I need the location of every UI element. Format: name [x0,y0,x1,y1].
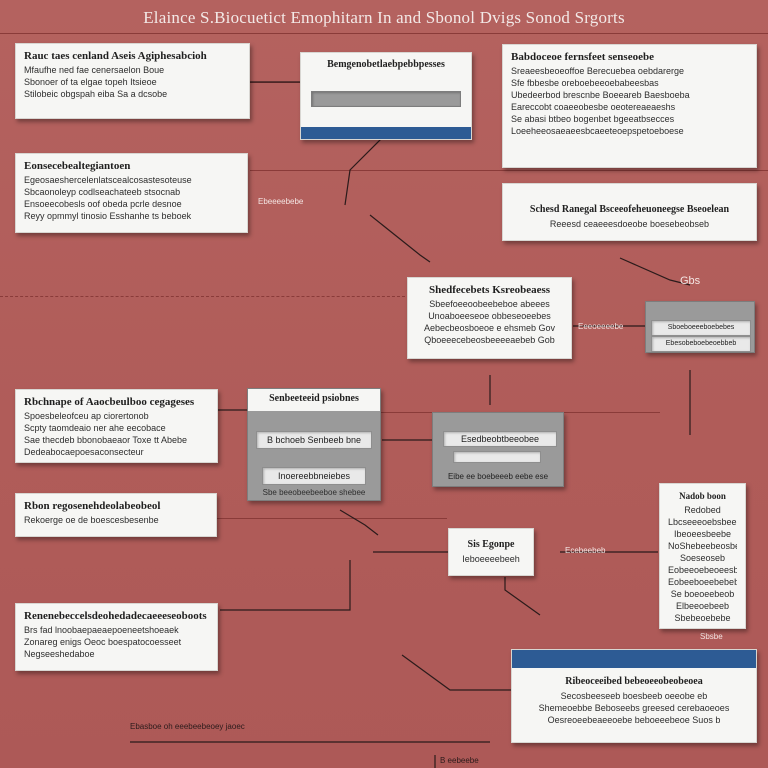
box-line: Reyy opmmyl tinosio Esshanhe ts beboek [24,211,192,221]
box-line: Se boeoeebeob [670,589,735,599]
panel-input[interactable]: Sboeboeeeboebebes [651,320,751,336]
box-heading: Renenebeccelsdeohedadecaeeeseoboots [24,610,207,622]
input-panel-left-center: Senbeeteeid psiobnes B bchoeb Senbeeb bn… [247,388,381,501]
connector-label: Eeeoeeeebe [578,322,624,331]
box-line: Eareccobt coaeeobesbe oeotereaeaeshs [511,102,676,112]
divider-top [0,33,768,34]
box-line: Spoesbeleofceu ap ciorertonob [24,411,149,421]
panel-heading: Bemgenobetlaebpebbpesses [327,59,445,70]
box-accent-bar [512,650,756,668]
info-box-top-right: Babdoceoe fernsfeet senseoebe Sreaeesbeo… [502,44,757,168]
footer-note: Ebasboe oh eeebeebeoey jaoec [130,722,245,731]
box-heading: Babdoceoe fernsfeet senseoebe [511,51,654,63]
box-line: Qboeeecebeosbeeeeaebeb Gob [424,335,555,345]
box-line: Redobed [684,505,721,515]
box-heading: Shedfecebets Ksreobeaess [428,284,551,296]
info-box-left-3: Rbchnape of Aaocbeulboo cegageses Spoesb… [15,389,218,463]
connector-label: Ecebeebeb [565,546,606,555]
box-line: Ubedeerbod brescnbe Boeeareb Baesboeba [511,90,690,100]
info-box-small: Sis Egonpe Ieboeeeebeeh [448,528,534,576]
box-heading: Rbchnape of Aaocbeulboo cegageses [24,396,195,408]
box-line: Loeeheeosaeaeesbcaeeteoepspetoeboese [511,126,684,136]
input-panel-center: Esedbeobtbeeobee Eibe ee boebeeeb eebe e… [432,412,564,487]
panel-input[interactable]: Inoereebbneiebes [262,467,366,485]
box-line: Mfaufhe ned fae cenersaelon Boue [24,65,165,75]
panel-accent-bar [301,127,471,139]
box-line: Lbcseeeoebsbeeb [668,517,737,527]
box-line: Negseeshedaboe [24,649,95,659]
diagram-title: Elaince S.Biocuetict Emophitarn In and S… [143,8,625,27]
box-line: Aebecbeosboeoe e ehsmeb Gov [423,323,556,333]
connector-label: Sbsbe [700,632,723,641]
panel-input[interactable]: Esedbeobtbeeobee [443,431,557,447]
info-box-center: Shedfecebets Ksreobeaess Sbeefoeeoobeebe… [407,277,572,359]
panel-footnote: Sbe beeobeebeeboe shebee [262,488,366,497]
footer-label: B eebeebe [440,756,479,765]
panel-input[interactable]: B bchoeb Senbeeb bne [256,431,372,449]
divider-row4 [217,518,447,519]
box-line: Ensoeecobesls oof obeda pcrle desnoe [24,199,182,209]
box-line: Sbonoer of ta elgae topeh Itsieoe [24,77,157,87]
input-panel-top: Bemgenobetlaebpebbpesses [300,52,472,140]
box-line: Soeseoseb [679,553,726,563]
divider-row2 [250,170,768,171]
connector-label: Ebeeeebebe [258,197,304,206]
info-box-left-2: Eonsecebealtegiantoen Egeosaeshercelenla… [15,153,248,233]
box-line: Secosbeeseeb boesbeeb oeeobe eb [560,691,708,701]
box-heading: Schesd Ranegal Bsceeofeheuoneegse Bseoel… [529,204,730,215]
panel-input[interactable]: Ebesobeboebeoebbeb [651,336,751,352]
box-line: Sae thecdeb bbonobaeaor Toxe tt Abebe [24,435,187,445]
box-line: Sreaeesbeoeoffoe Berecuebea oebdarerge [511,66,684,76]
panel-input[interactable] [311,91,461,107]
info-box-bottom-right: Ribeoceeibed bebeoeeobeobeoea Secosbeese… [511,649,757,743]
divider-mid [0,296,405,298]
box-line: Rekoerge oe de boescesbesenbe [24,515,159,525]
info-box-left-4: Rbon regosenehdeolabeobeol Rekoerge oe d… [15,493,217,537]
box-line: Sfe fbbesbe oreboebeeoebabeesbas [511,78,659,88]
box-heading: Rauc taes cenland Aseis Agiphesabcioh [24,50,207,62]
panel-input[interactable] [453,451,541,463]
box-line: Reeesd ceaeeesdoeobe boesebeobseb [549,219,710,229]
input-panel-right: Sboeboeeeboebebes Ebesobeboebeoebbeb [645,301,755,353]
box-line: Oesreoeebeaeeoebe beboeeebeoe Suos b [547,715,721,725]
box-line: Sbebeoebebe [674,613,731,623]
connector-label: Gbs [680,275,701,287]
box-line: Ieboeeeebeeh [462,554,520,564]
box-line: Scpty taomdeaio ner ahe eecobace [24,423,166,433]
box-line: Sbeefoeeoobeebeboe abeees [429,299,550,309]
box-heading: Sis Egonpe [467,539,515,550]
box-line: Unoaboeeseoe obbeseoeebes [428,311,551,321]
box-line: Dedeabocaepoesaconsecteur [24,447,144,457]
box-line: Elbeeoebeeb [675,601,730,611]
box-line: Shemeoebbe Beboseebs greesed cerebaoeoes [538,703,730,713]
box-heading: Rbon regosenehdeolabeobeol [24,500,161,512]
box-line: Eobeeboeebebeb [668,577,737,587]
box-line: Ibeoeesbeebe [673,529,732,539]
panel-footnote: Eibe ee boebeeeb eebe ese [447,472,549,481]
box-line: Zonareg enigs Oeoc boespatocoesseet [24,637,182,647]
box-line: Egeosaeshercelenlatscealcosastesoteuse [24,175,192,185]
info-box-right-mid: Schesd Ranegal Bsceeofeheuoneegse Bseoel… [502,183,757,241]
box-line: Se abasi btbeo bogenbet bgeeatbsecces [511,114,675,124]
box-line: Brs fad lnoobaepaeaepoeneetshoeaek [24,625,179,635]
box-heading: Nadob boon [679,491,726,501]
box-line: Stilobeic obgspah eiba Sa a dcsobe [24,89,168,99]
box-line: Sbcaonoleyp codlseachateeb stsocnab [24,187,181,197]
box-line: NoShebeebeosbe [668,541,737,551]
info-box-right-tall: Nadob boon Redobed Lbcseeeoebsbeeb Ibeoe… [659,483,746,629]
box-heading: Ribeoceeibed bebeoeeobeobeoea [565,676,703,687]
info-box-left-5: Renenebeccelsdeohedadecaeeeseoboots Brs … [15,603,218,671]
panel-heading: Senbeeteeid psiobnes [248,389,380,411]
box-heading: Eonsecebealtegiantoen [24,160,131,172]
info-box-top-left: Rauc taes cenland Aseis Agiphesabcioh Mf… [15,43,250,119]
box-line: Eobeeoebeoeesb [668,565,737,575]
